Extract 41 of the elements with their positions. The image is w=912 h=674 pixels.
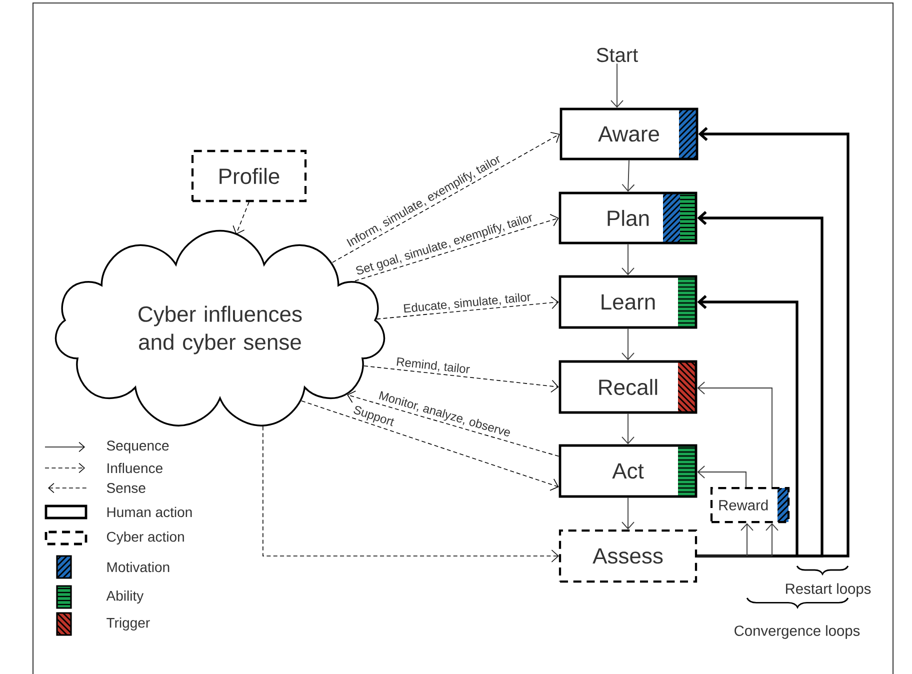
legend-label: Cyber action xyxy=(106,531,184,545)
arrow xyxy=(697,295,798,558)
dashed-arrow xyxy=(262,426,559,562)
action-box: Aware xyxy=(560,108,698,160)
dashed-arrow xyxy=(376,296,559,320)
legend-label: Motivation xyxy=(107,562,170,572)
dashed-arrow xyxy=(364,366,559,393)
legend-label: Trigger xyxy=(106,617,150,631)
dashed-arrow xyxy=(347,390,560,457)
start-label: Start xyxy=(596,48,638,62)
action-box: Plan xyxy=(558,192,698,244)
arrow xyxy=(697,466,746,488)
edge-label: Educate, simulate, tailor xyxy=(404,293,530,313)
dashed-arrow xyxy=(332,132,560,263)
arrow xyxy=(697,382,772,488)
edge-label: Remind, tailor xyxy=(396,357,470,374)
dashed-arrow xyxy=(232,202,250,235)
legend-label: Human action xyxy=(107,506,192,518)
legend-label: Ability xyxy=(106,590,144,604)
dashed-arrow xyxy=(301,400,559,491)
legend-label: Influence xyxy=(108,462,162,474)
arrow xyxy=(622,160,635,192)
arrow xyxy=(696,523,778,556)
arrow xyxy=(622,244,634,276)
loop-label: Convergence loops xyxy=(734,625,860,639)
action-box: Act xyxy=(558,444,698,498)
legend-label: Sense xyxy=(106,483,146,493)
action-box: Learn xyxy=(558,275,698,329)
arrow xyxy=(610,63,624,108)
arrow xyxy=(622,497,634,530)
action-box: Recall xyxy=(558,360,698,414)
arrow xyxy=(697,211,824,558)
cyber-action-box: Assess xyxy=(558,529,698,583)
cyber-action-box: Reward xyxy=(710,486,790,524)
legend-label: Sequence xyxy=(106,440,169,454)
arrow xyxy=(622,413,634,444)
arrow xyxy=(622,328,634,360)
arrow xyxy=(697,127,850,558)
cyber-action-box: Profile xyxy=(191,150,307,202)
dashed-arrow xyxy=(354,214,559,282)
loop-label: Restart loops xyxy=(786,583,871,597)
